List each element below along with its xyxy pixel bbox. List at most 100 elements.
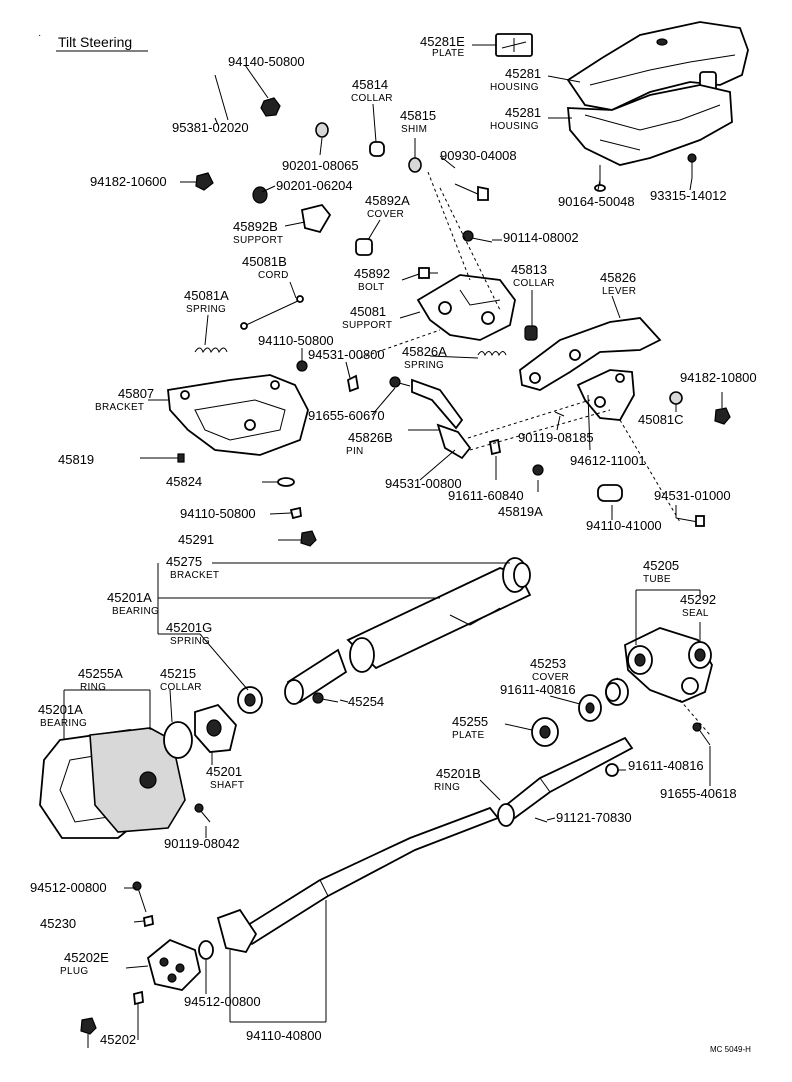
part-name: BEARING	[40, 718, 87, 729]
part-number: 90164-50048	[558, 194, 635, 209]
part-number: 93315-14012	[650, 188, 727, 203]
spring-45201g	[605, 678, 629, 706]
clip-94531-b	[488, 438, 502, 456]
shim-45815	[408, 157, 422, 173]
collar-45215	[578, 694, 602, 722]
part-number: 94110-50800	[258, 333, 334, 348]
diagram-title: Tilt Steering	[58, 34, 132, 50]
part-number: 45291	[178, 532, 214, 547]
part-number: 45815	[400, 108, 436, 123]
collar-45819a	[597, 484, 623, 502]
part-number: 45201G	[166, 620, 212, 635]
bearing-45201a-b	[531, 717, 559, 747]
part-name: SHIM	[401, 124, 427, 135]
washer-94512-b	[133, 990, 144, 1006]
part-number: 45201A	[107, 590, 152, 605]
part-number: 90114-08002	[503, 230, 579, 245]
part-number: 94182-10600	[90, 174, 167, 189]
part-name: HOUSING	[490, 121, 539, 132]
part-number: 45201A	[38, 702, 83, 717]
part-number: 91655-40618	[660, 786, 737, 801]
nut-94110-c	[300, 530, 317, 547]
part-number: 90119-08042	[164, 836, 240, 851]
part-number: 95381-02020	[172, 120, 249, 135]
shaft-45202	[238, 806, 500, 946]
part-name: HOUSING	[490, 82, 539, 93]
bolt-45892	[418, 267, 438, 279]
cord-45081b	[240, 295, 304, 330]
bearing-45201a-a	[688, 641, 712, 669]
part-number: 45081A	[184, 288, 229, 303]
part-number: 90930-04008	[440, 148, 517, 163]
part-name: PIN	[346, 446, 364, 457]
part-number: 45253	[530, 656, 566, 671]
nut-94110-b	[532, 464, 544, 476]
part-number: 45202E	[64, 950, 109, 965]
nut-94182	[195, 172, 214, 191]
part-number: 45254	[348, 694, 384, 709]
part-number: 90119-08185	[518, 430, 594, 445]
part-number: 45201	[206, 764, 242, 779]
part-number: 94110-50800	[180, 506, 256, 521]
part-name: SPRING	[170, 636, 210, 647]
spring-45081a	[194, 347, 228, 354]
cover-45253	[89, 727, 186, 833]
part-name: BRACKET	[170, 570, 219, 581]
bracket-45275	[624, 627, 713, 703]
part-labels: 45281E PLATE 45281 HOUSING 45281 HOUSING…	[30, 34, 757, 1047]
washer-94612	[277, 477, 295, 487]
part-name: COLLAR	[513, 278, 555, 289]
clip-94531-c	[289, 506, 302, 520]
part-number: 94512-00800	[184, 994, 261, 1009]
part-number: 91611-40816	[500, 682, 576, 697]
part-name: PLATE	[432, 48, 464, 59]
part-number: 45892B	[233, 219, 278, 234]
part-number: 45819A	[498, 504, 543, 519]
part-number: 94140-50800	[228, 54, 305, 69]
collar-45813	[524, 325, 538, 341]
part-number: 45230	[40, 916, 76, 931]
seal-45292	[237, 686, 263, 714]
bolt-90930	[454, 183, 489, 201]
part-name: LEVER	[602, 286, 636, 297]
part-number: 94110-40800	[246, 1028, 322, 1043]
part-number: 45275	[166, 554, 202, 569]
part-name: TUBE	[643, 574, 671, 585]
screw-93315	[687, 153, 697, 178]
part-number: 94531-00800	[385, 476, 462, 491]
ring-45255a	[163, 721, 193, 759]
nut-94140	[260, 97, 281, 117]
bolt-91611-a	[675, 515, 705, 527]
nut-94182-b	[714, 407, 731, 425]
part-number: 94612-11001	[570, 453, 646, 468]
shaft-45201	[497, 736, 634, 827]
part-number: 45892A	[365, 193, 410, 208]
pin-45826b	[554, 411, 565, 417]
part-number: 45081C	[638, 412, 684, 427]
part-name: BEARING	[112, 606, 159, 617]
part-name: PLUG	[60, 966, 88, 977]
part-name: SEAL	[682, 608, 709, 619]
plate-45281e	[495, 33, 533, 57]
bolt-90114	[462, 230, 493, 243]
part-number: 94531-00800	[308, 347, 385, 362]
spring-45826a	[477, 351, 507, 357]
screw-90164	[594, 165, 606, 192]
pawl-45824	[436, 423, 472, 460]
part-number: 91611-40816	[628, 758, 704, 773]
housing-lower	[567, 84, 733, 166]
bracket-45807	[167, 374, 309, 456]
part-name: COLLAR	[351, 93, 393, 104]
part-number: 45826	[600, 270, 636, 285]
part-number: 45202	[100, 1032, 136, 1047]
part-number: 45281	[505, 105, 541, 120]
part-number: 45824	[166, 474, 202, 489]
bolt-91655-a	[389, 376, 411, 388]
bolt-91121	[132, 881, 147, 913]
cover-45892a	[355, 238, 373, 256]
part-name: SPRING	[186, 304, 226, 315]
part-number: 45826A	[402, 344, 447, 359]
yoke-shaft-end	[216, 908, 258, 954]
part-number: 90201-08065	[282, 158, 359, 173]
